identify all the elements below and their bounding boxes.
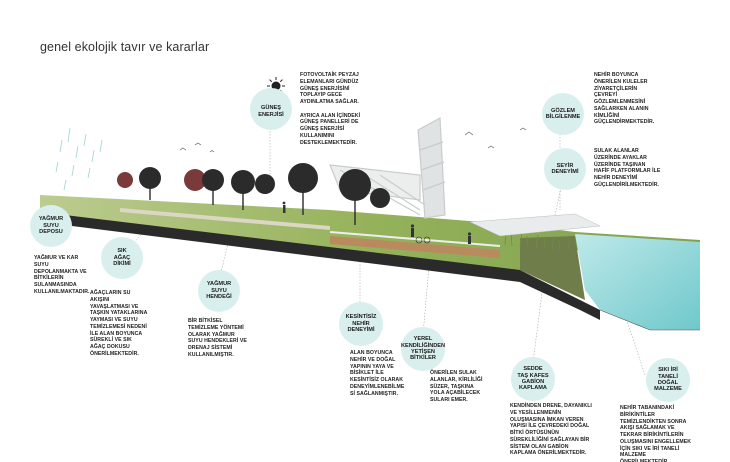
observation-bubble: GÖZLEM BİLGİLENME <box>542 93 584 135</box>
river-water <box>575 234 700 330</box>
local-plants-bubble: YEREL KENDİLİĞİNDEN YETİŞEN BİTKİLER <box>401 327 445 371</box>
people-figures <box>282 201 472 244</box>
coarse-material-bubble: SIKI İRİ TANELİ DOĞAL MALZEME <box>646 358 690 402</box>
gabion-slope <box>520 236 585 300</box>
rain-ditch-bubble: YAĞMUR SUYU HENDEĞİ <box>198 270 240 312</box>
observation-label: GÖZLEM BİLGİLENME <box>545 107 581 120</box>
rain-ditch-label: YAĞMUR SUYU HENDEĞİ <box>206 281 232 301</box>
local-plants-label: YEREL KENDİLİĞİNDEN YETİŞEN BİTKİLER <box>400 336 446 362</box>
rain-ditch-text: BİR BİTKİSEL TEMİZLEME YÖNTEMİ OLARAK YA… <box>188 318 247 358</box>
continuous-river-text: ALAN BOYUNCA NEHİR VE DOĞAL YAPININ YAYA… <box>350 350 405 397</box>
gabion-bubble: SEDDE TAŞ KAFES GABİON KAPLAMA <box>511 357 555 401</box>
tree-row <box>117 163 390 208</box>
tree-planting-bubble: SIK AĞAÇ DİKİMİ <box>101 237 143 279</box>
coarse-material-label: SIKI İRİ TANELİ DOĞAL MALZEME <box>654 367 682 393</box>
gabion-label: SEDDE TAŞ KAFES GABİON KAPLAMA <box>517 366 549 392</box>
local-plants-text: ÖNERİLEN SULAK ALANLAR, KİRLİLİĞİ SÜZER,… <box>430 370 483 403</box>
solar-energy-text: FOTOVOLTAİK PEYZAJ ELEMANLARI GÜNDÜZ GÜN… <box>300 72 361 146</box>
continuous-river-bubble: KESİNTİSİZ NEHİR DENEYİMİ <box>339 302 383 346</box>
tree-planting-text: AĞAÇLARIN SU AKIŞINI YAVAŞLATMASI VE TAŞ… <box>90 290 148 357</box>
rainwater-tank-bubble: YAĞMUR SUYU DEPOSU <box>30 205 72 247</box>
viewing-text: SULAK ALANLAR ÜZERİNDE AYAKLAR ÜZERİNDE … <box>594 148 661 188</box>
gabion-text: KENDİNDEN DRENE, DAYANIKLI VE YESİLLENME… <box>510 403 592 457</box>
rain-icon <box>55 127 103 191</box>
rainwater-tank-label: YAĞMUR SUYU DEPOSU <box>38 216 64 236</box>
observation-text: NEHİR BOYUNCA ÖNERİLEN KULELER ZİYARETÇİ… <box>594 72 655 126</box>
bike-path <box>330 236 500 258</box>
viewing-label: SEYİR DENEYİMİ <box>551 162 579 175</box>
boardwalk-platform <box>469 213 601 237</box>
walking-path <box>120 208 330 230</box>
ground-section <box>40 212 600 320</box>
tree-planting-label: SIK AĞAÇ DİKİMİ <box>113 248 131 268</box>
viewing-bubble: SEYİR DENEYİMİ <box>544 148 586 190</box>
solar-energy-bubble: GÜNEŞ ENERJİSİ <box>250 88 292 130</box>
continuous-river-label: KESİNTİSİZ NEHİR DENEYİMİ <box>345 314 377 334</box>
birds-icon <box>179 127 527 153</box>
solar-energy-label: GÜNEŞ ENERJİSİ <box>258 105 284 118</box>
coarse-material-text: NEHİR TABANINDAKİ BİRİKİNTİLER TEMİZLEND… <box>620 405 692 462</box>
page-title: genel ekolojik tavır ve kararlar <box>40 40 210 54</box>
bicycle-icon <box>415 236 423 244</box>
rainwater-tank-text: YAĞMUR VE KAR SUYU DEPOLANMAKTA VE BİTKİ… <box>34 255 90 295</box>
